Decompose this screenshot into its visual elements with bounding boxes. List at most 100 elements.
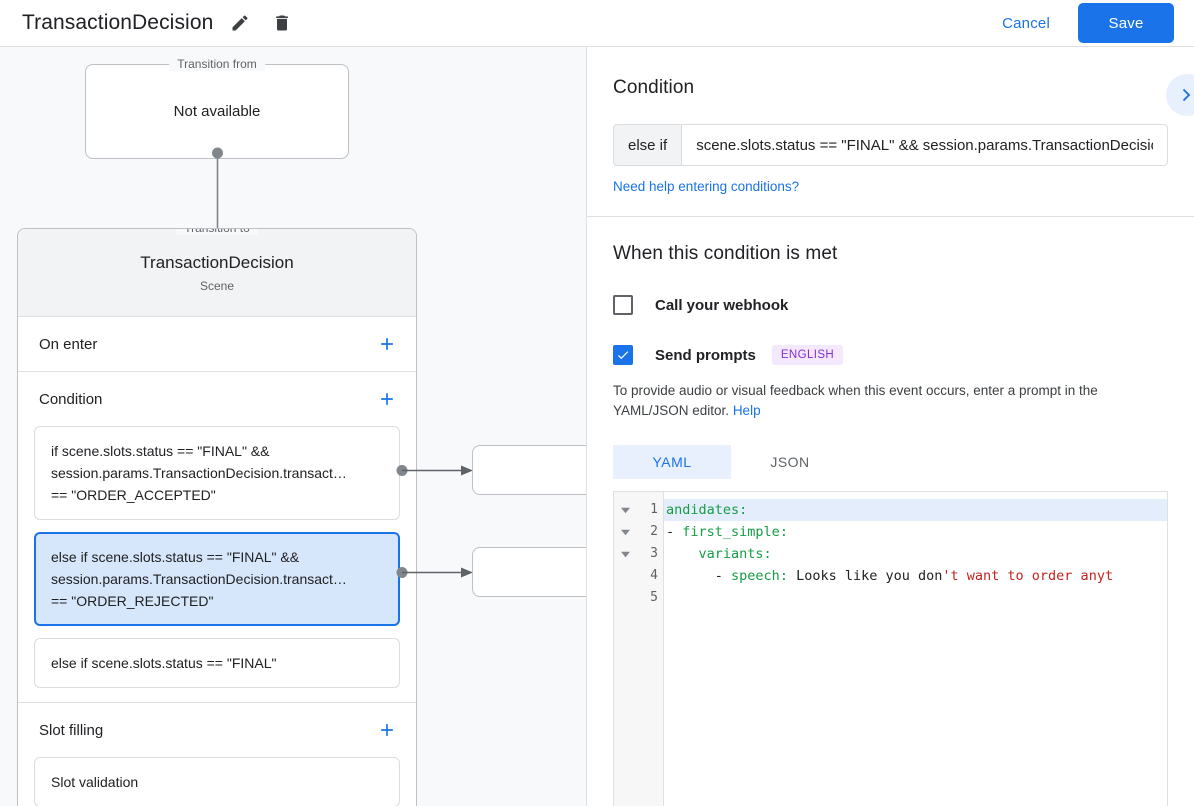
scene-header[interactable]: TransactionDecision Scene bbox=[18, 229, 416, 317]
arrow-right-icon bbox=[396, 465, 473, 476]
collapse-panel-button[interactable] bbox=[1166, 74, 1194, 116]
add-item-button[interactable] bbox=[374, 331, 400, 357]
card-line: session.params.TransactionDecision.trans… bbox=[51, 571, 347, 587]
code-token: : bbox=[779, 568, 797, 584]
webhook-checkbox-row[interactable]: Call your webhook bbox=[613, 295, 1168, 315]
transition-from-legend: Transition from bbox=[169, 57, 265, 71]
panel-title: Condition bbox=[613, 77, 695, 98]
card-line: == "ORDER_ACCEPTED" bbox=[51, 487, 216, 503]
code-token: - bbox=[666, 568, 732, 584]
section-header: Slot filling bbox=[18, 703, 416, 757]
editor-fold-gutter[interactable] bbox=[614, 492, 636, 806]
plus-icon bbox=[381, 393, 393, 405]
transition-to-box[interactable]: Transition to TransactionDecision Scene … bbox=[17, 228, 417, 806]
condition-card[interactable]: if scene.slots.status == "FINAL" &&sessi… bbox=[34, 426, 400, 520]
connector-condition-1 bbox=[396, 464, 474, 477]
code-token: : bbox=[739, 502, 748, 518]
card-line: else if scene.slots.status == "FINAL" && bbox=[51, 549, 300, 565]
condition-details-panel: Condition else if Need help entering con… bbox=[586, 47, 1194, 806]
fold-toggle[interactable] bbox=[614, 565, 636, 587]
transition-to-legend: Transition to bbox=[176, 229, 258, 235]
line-number: 4 bbox=[650, 568, 658, 583]
connector-condition-2 bbox=[396, 566, 474, 579]
section-header: Condition bbox=[18, 372, 416, 426]
condition-card[interactable]: Slot validation bbox=[34, 757, 400, 806]
line-number: 5 bbox=[650, 590, 658, 605]
send-prompts-checkbox-row[interactable]: Send prompts ENGLISH bbox=[613, 345, 1168, 365]
code-token: 't want to order anyt bbox=[942, 568, 1114, 584]
condition-help-link[interactable]: Need help entering conditions? bbox=[613, 179, 800, 194]
chevron-down-icon bbox=[620, 551, 630, 557]
chevron-down-icon bbox=[620, 529, 630, 535]
line-number: 2 bbox=[650, 524, 658, 539]
editor-code-area[interactable]: andidates:- first_simple: variants: - sp… bbox=[664, 492, 1167, 806]
card-line: if scene.slots.status == "FINAL" && bbox=[51, 443, 270, 459]
when-condition-met-heading: When this condition is met bbox=[613, 243, 838, 264]
section-body: if scene.slots.status == "FINAL" && sessi… bbox=[18, 426, 416, 702]
code-line[interactable]: andidates: bbox=[664, 499, 1167, 521]
send-prompts-label: Send prompts bbox=[655, 346, 756, 364]
call-webhook-label: Call your webhook bbox=[655, 296, 789, 314]
section-title: Condition bbox=[39, 390, 103, 408]
code-line[interactable] bbox=[664, 587, 1167, 609]
condition-target-card-2[interactable] bbox=[472, 547, 586, 597]
edit-name-button[interactable] bbox=[225, 8, 255, 38]
code-token: andidates bbox=[666, 502, 740, 518]
card-line: == "ORDER_REJECTED" bbox=[51, 593, 214, 609]
code-token: - bbox=[666, 524, 683, 540]
tab-yaml[interactable]: YAML bbox=[613, 445, 731, 479]
prompts-help-link[interactable]: Help bbox=[732, 403, 761, 418]
fold-toggle[interactable] bbox=[614, 499, 636, 521]
panel-body: When this condition is met Call your web… bbox=[587, 217, 1194, 806]
prompts-description-text: To provide audio or visual feedback when… bbox=[613, 383, 1098, 418]
code-line[interactable]: variants: bbox=[664, 543, 1167, 565]
condition-input[interactable] bbox=[681, 124, 1168, 166]
condition-card-selected[interactable]: else if scene.slots.status == "FINAL" &&… bbox=[34, 532, 400, 626]
page-title: TransactionDecision bbox=[22, 11, 214, 34]
section-header: On enter bbox=[18, 317, 416, 371]
line-number: 3 bbox=[650, 546, 658, 561]
call-webhook-checkbox[interactable] bbox=[613, 295, 633, 315]
scene-type: Scene bbox=[199, 278, 235, 293]
flow-canvas[interactable]: Transition from Not available Transition… bbox=[0, 47, 586, 806]
condition-input-row: else if bbox=[613, 124, 1168, 166]
top-bar: TransactionDecision Cancel Save bbox=[0, 0, 1194, 47]
save-button[interactable]: Save bbox=[1078, 3, 1174, 43]
condition-prefix: else if bbox=[613, 124, 682, 166]
scene-name: TransactionDecision bbox=[140, 252, 294, 272]
send-prompts-checkbox[interactable] bbox=[613, 345, 633, 365]
add-item-button[interactable] bbox=[374, 717, 400, 743]
section-body: Slot validation bbox=[18, 757, 416, 806]
condition-card[interactable]: else if scene.slots.status == "FINAL" bbox=[34, 638, 400, 688]
transition-from-box[interactable]: Transition from Not available bbox=[85, 57, 349, 159]
delete-button[interactable] bbox=[267, 8, 297, 38]
code-token: variants bbox=[698, 546, 764, 562]
code-token: first_simple bbox=[682, 524, 780, 540]
scene-section: On enter bbox=[18, 317, 416, 372]
fold-toggle[interactable] bbox=[614, 521, 636, 543]
tab-json[interactable]: JSON bbox=[770, 454, 810, 470]
code-token: : bbox=[779, 524, 788, 540]
code-token: Looks like you don bbox=[796, 568, 943, 584]
condition-target-card-1[interactable] bbox=[472, 445, 586, 495]
pencil-icon bbox=[232, 15, 248, 31]
scene-section: Condition if scene.slots.status == "FINAL… bbox=[18, 372, 416, 703]
cancel-button[interactable]: Cancel bbox=[988, 7, 1064, 40]
plus-icon bbox=[381, 338, 393, 350]
arrow-right-icon bbox=[396, 567, 473, 578]
fold-toggle[interactable] bbox=[614, 543, 636, 565]
trash-icon bbox=[276, 15, 289, 31]
card-line: Slot validation bbox=[51, 774, 139, 790]
add-item-button[interactable] bbox=[374, 386, 400, 412]
code-line[interactable]: - first_simple: bbox=[664, 521, 1167, 543]
language-badge: ENGLISH bbox=[771, 345, 844, 365]
code-token: speech bbox=[731, 568, 780, 584]
fold-toggle[interactable] bbox=[614, 587, 636, 609]
plus-icon bbox=[381, 724, 393, 736]
code-line[interactable]: - speech: Looks like you don't want to o… bbox=[664, 565, 1167, 587]
